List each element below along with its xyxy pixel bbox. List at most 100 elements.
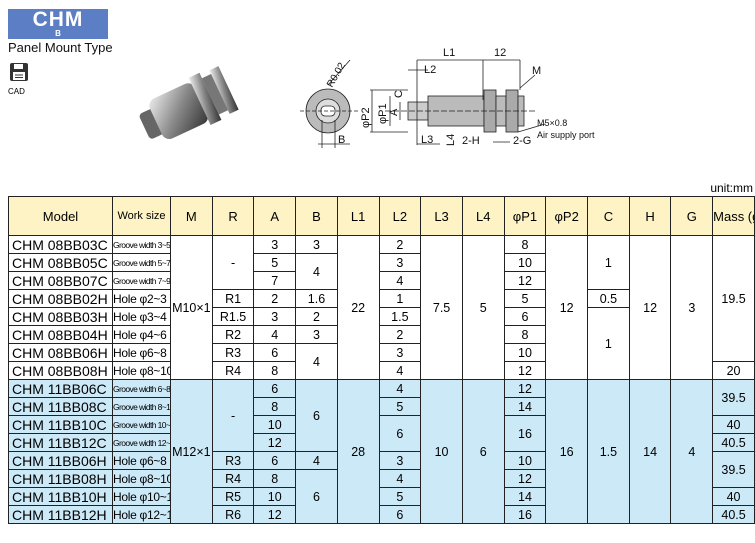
value-cell: 4 xyxy=(670,379,714,524)
cad-download[interactable]: CAD xyxy=(8,62,30,96)
value-cell: 6 xyxy=(253,379,297,398)
value-cell: 39.5 xyxy=(712,379,755,416)
port-thread: M5×0.8 xyxy=(537,118,567,128)
value-cell: 14 xyxy=(503,487,547,506)
value-cell: 12 xyxy=(253,433,297,452)
value-cell: 12 xyxy=(503,361,547,380)
model-cell: CHM 11BB06C xyxy=(8,379,113,398)
model-cell: CHM 11BB12H xyxy=(8,505,113,524)
work-size-cell: Hole φ2~3 xyxy=(112,289,171,308)
value-cell: 3 xyxy=(378,451,422,470)
value-cell: 4 xyxy=(295,343,338,380)
value-cell: 6 xyxy=(253,451,297,470)
value-cell: 4 xyxy=(378,361,422,380)
value-cell: 3 xyxy=(670,235,714,380)
work-size-cell: Hole φ12~14 xyxy=(112,505,171,524)
value-cell: 3 xyxy=(295,325,338,344)
value-cell: 6 xyxy=(503,307,547,326)
value-cell: 8 xyxy=(253,469,297,488)
value-cell: 4 xyxy=(378,271,422,290)
work-size-cell: Hole φ3~4 xyxy=(112,307,171,326)
work-size-cell: Hole φ4~6 xyxy=(112,325,171,344)
column-header: Work size xyxy=(112,196,171,236)
column-header: Model xyxy=(8,196,113,236)
value-cell: 6 xyxy=(253,343,297,362)
value-cell: 3 xyxy=(378,253,422,272)
work-size-cell: Hole φ6~8 xyxy=(112,343,171,362)
value-cell: 5 xyxy=(503,289,547,308)
model-cell: CHM 11BB10H xyxy=(8,487,113,506)
value-cell: 2 xyxy=(253,289,297,308)
value-cell: 10 xyxy=(503,343,547,362)
value-cell: R3 xyxy=(211,343,255,362)
model-cell: CHM 08BB03C xyxy=(8,235,113,254)
work-size-cell: Groove width 3~5 xyxy=(112,235,171,254)
work-size-cell: Groove width 12~14 xyxy=(112,433,171,452)
column-header: Mass (g) xyxy=(712,196,755,236)
model-cell: CHM 08BB04H xyxy=(8,325,113,344)
column-header: φP1 xyxy=(503,196,547,236)
value-cell: 5 xyxy=(378,487,422,506)
dim-L1: L1 xyxy=(443,47,455,59)
value-cell: R1 xyxy=(211,289,255,308)
dim-P2: φP2 xyxy=(360,107,372,128)
dim-C: C xyxy=(393,90,405,98)
value-cell: R3 xyxy=(211,451,255,470)
value-cell: 2 xyxy=(295,307,338,326)
column-header: L1 xyxy=(336,196,380,236)
column-header: L3 xyxy=(420,196,463,236)
value-cell: 5 xyxy=(253,253,297,272)
model-cell: CHM 08BB05C xyxy=(8,253,113,272)
dim-B: B xyxy=(338,134,345,146)
value-cell: 4 xyxy=(295,253,338,290)
model-cell: CHM 08BB07C xyxy=(8,271,113,290)
column-header: L2 xyxy=(378,196,422,236)
value-cell: 10 xyxy=(503,253,547,272)
column-header: φP2 xyxy=(545,196,589,236)
column-header: G xyxy=(670,196,714,236)
dim-L3: L3 xyxy=(421,134,433,146)
value-cell: 19.5 xyxy=(712,235,755,362)
dim-12: 12 xyxy=(494,47,506,59)
cad-label: CAD xyxy=(8,87,25,96)
logo-text: CHM xyxy=(32,8,84,31)
value-cell: 4 xyxy=(378,379,422,398)
work-size-cell: Hole φ10~12 xyxy=(112,487,171,506)
value-cell: 12 xyxy=(503,271,547,290)
model-cell: CHM 08BB02H xyxy=(8,289,113,308)
work-size-cell: Groove width 5~7 xyxy=(112,253,171,272)
value-cell: 10 xyxy=(253,487,297,506)
model-cell: CHM 11BB06H xyxy=(8,451,113,470)
value-cell: R1.5 xyxy=(211,307,255,326)
value-cell: 1 xyxy=(378,289,422,308)
value-cell: 3 xyxy=(295,235,338,254)
value-cell: 28 xyxy=(336,379,380,524)
work-size-cell: Groove width 8~10 xyxy=(112,397,171,416)
value-cell: 1 xyxy=(587,307,630,380)
value-cell: 39.5 xyxy=(712,451,755,488)
dim-2H: 2-H xyxy=(462,135,480,147)
work-size-cell: Hole φ8~10 xyxy=(112,469,171,488)
product-subtitle: Panel Mount Type xyxy=(8,40,113,55)
value-cell: 6 xyxy=(295,469,338,524)
work-size-cell: Groove width 10~12 xyxy=(112,415,171,434)
dim-R: R0.02 xyxy=(325,61,348,90)
value-cell: R4 xyxy=(211,361,255,380)
value-cell: 10 xyxy=(253,415,297,434)
value-cell: 5 xyxy=(378,397,422,416)
value-cell: 1.6 xyxy=(295,289,338,308)
value-cell: 3 xyxy=(253,235,297,254)
value-cell: 12 xyxy=(628,235,672,380)
work-size-cell: Groove width 6~8 xyxy=(112,379,171,398)
logo-subtext: B xyxy=(55,29,61,38)
value-cell: 16 xyxy=(545,379,589,524)
value-cell: 7.5 xyxy=(420,235,463,380)
column-header: A xyxy=(253,196,297,236)
value-cell: 2 xyxy=(378,325,422,344)
